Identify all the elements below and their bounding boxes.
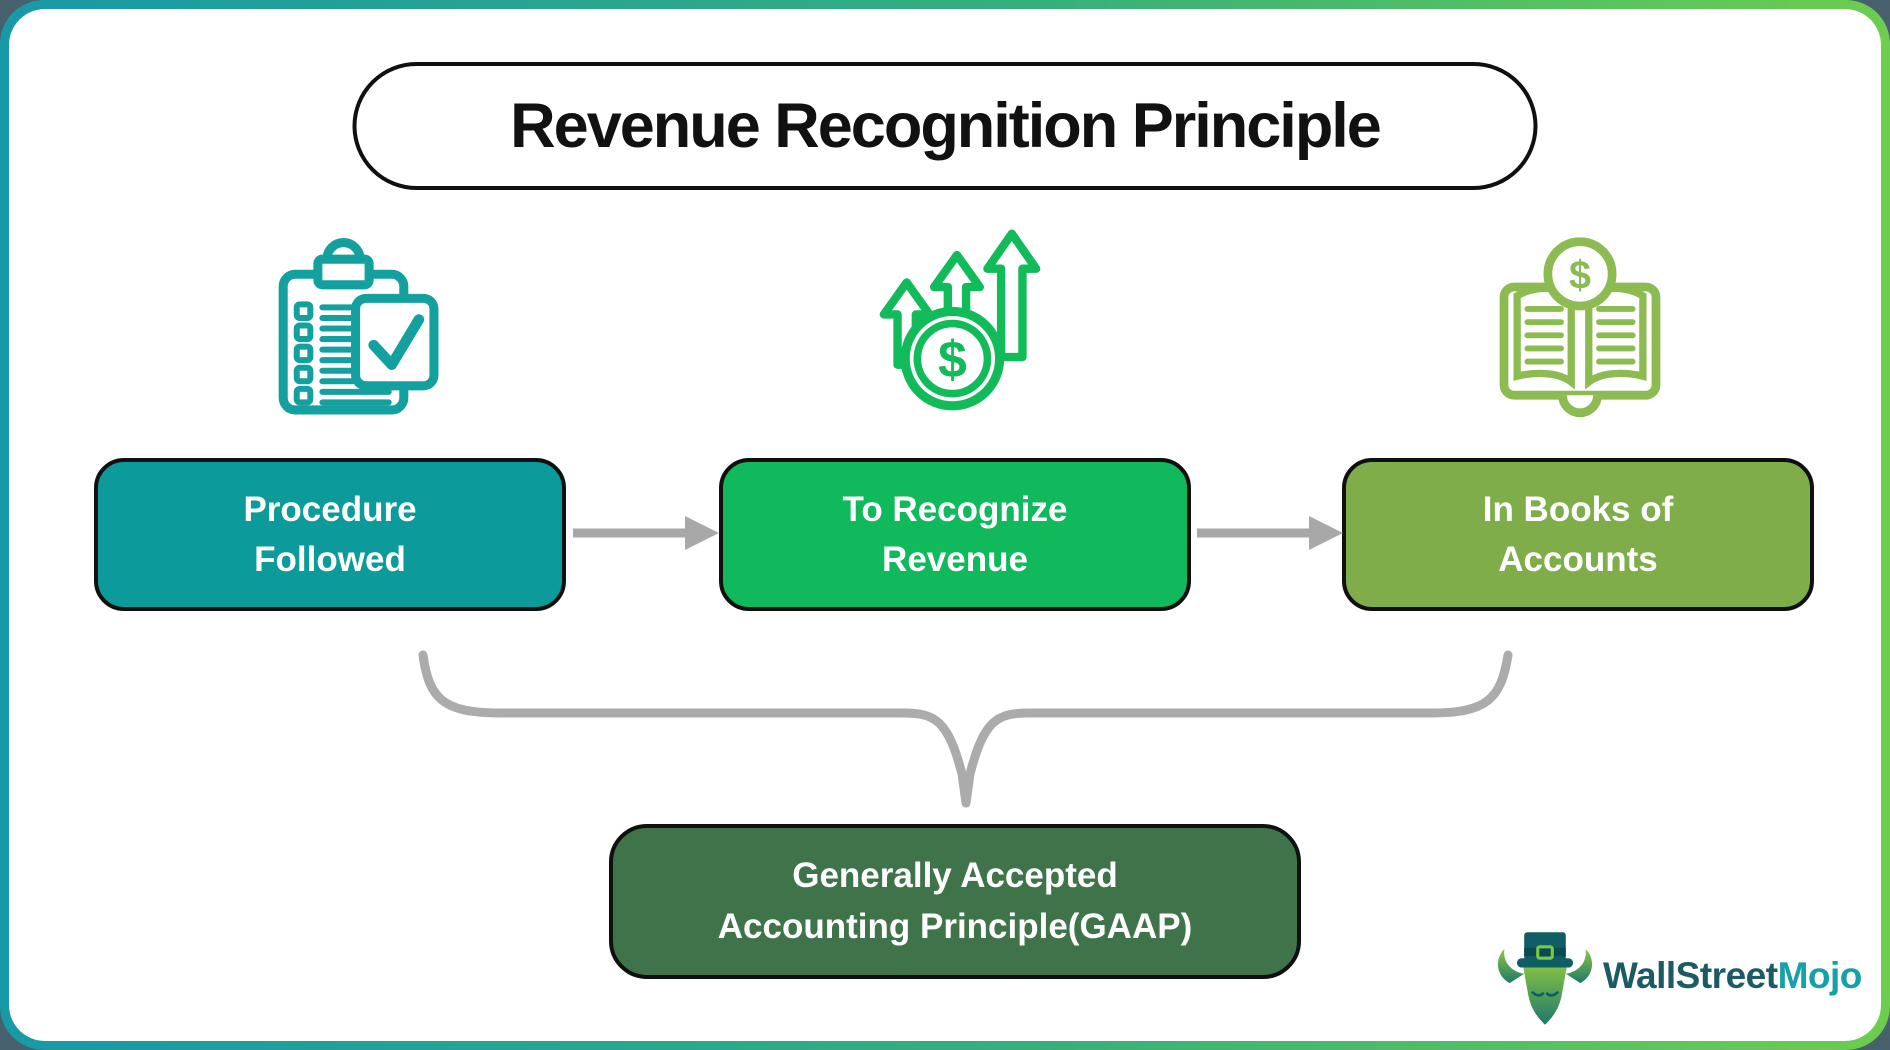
step-label-line: Revenue	[882, 539, 1028, 579]
result-label-line: Generally Accepted	[792, 855, 1118, 895]
step-label-line: Procedure	[243, 489, 417, 529]
checklist-clipboard-icon	[247, 224, 443, 424]
step-box-books: In Books of Accounts	[1342, 458, 1814, 611]
step-box-recognize: To Recognize Revenue	[719, 458, 1191, 611]
infographic-canvas: Revenue Recognition Principle	[9, 9, 1881, 1041]
flow-arrow-icon	[1195, 513, 1343, 553]
step-box-procedure: Procedure Followed	[94, 458, 566, 611]
dollar-symbol: $	[1569, 254, 1591, 298]
brand-text-primary: WallStreet	[1603, 955, 1778, 996]
step-label-line: To Recognize	[842, 489, 1068, 529]
title-box: Revenue Recognition Principle	[352, 62, 1538, 190]
gaap-result-box: Generally Accepted Accounting Principle(…	[609, 824, 1301, 979]
step-label-line: In Books of	[1482, 489, 1674, 529]
step-label-line: Followed	[254, 539, 406, 579]
page-title: Revenue Recognition Principle	[510, 91, 1382, 161]
brand-text-secondary: Mojo	[1777, 955, 1863, 996]
open-ledger-book-icon: $	[1485, 229, 1675, 424]
result-label-line: Accounting Principle(GAAP)	[717, 906, 1193, 946]
dollar-symbol: $	[938, 330, 967, 388]
brand-text: WallStreetMojo	[1603, 955, 1862, 997]
step-label-line: Accounts	[1498, 539, 1658, 579]
bull-mascot-icon	[1497, 932, 1593, 1025]
curly-brace-icon	[417, 647, 1515, 815]
flow-arrow-icon	[571, 513, 719, 553]
brand-logo: WallStreetMojo	[1493, 927, 1862, 1031]
rising-dollar-icon: $	[861, 214, 1059, 424]
